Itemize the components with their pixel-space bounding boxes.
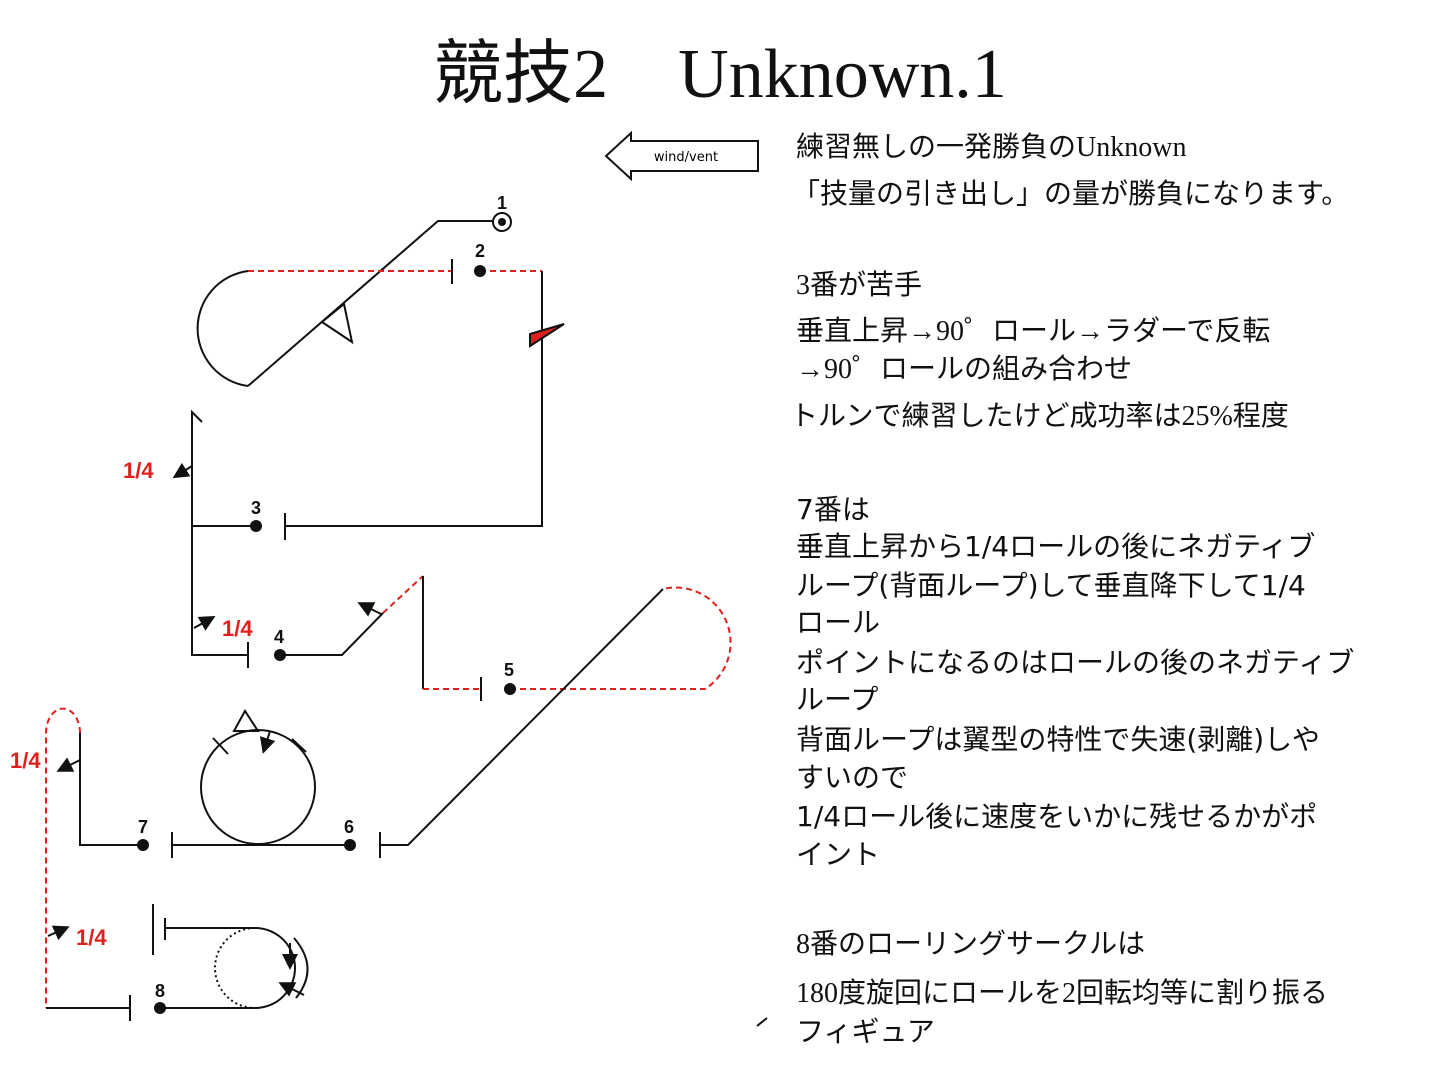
point-2-marker: [474, 265, 486, 277]
figure-7: [45, 707, 143, 1008]
quarter-roll-label: 1/4: [10, 748, 41, 773]
point-4-marker: [274, 649, 286, 661]
point-3-marker: [250, 520, 262, 532]
note-fig3-3: →90゜ロールの組み合わせ: [796, 354, 1133, 385]
note-fig7-9: 1/4ロール後に速度をいかに残せるかがポ: [796, 800, 1318, 833]
note-fig3-4: トルンで練習したけど成功率は25%程度: [790, 401, 1289, 432]
figure-1: [196, 212, 512, 387]
note-fig3-2: 垂直上昇→90゜ロール→ラダーで反転: [796, 316, 1271, 347]
note-fig7-10: イント: [796, 838, 881, 871]
note-fig8-2: 180度旋回にロールを2回転均等に割り振る: [796, 978, 1329, 1009]
note-fig7-7: 背面ループは翼型の特性で失速(剥離)しや: [796, 723, 1320, 756]
point-2-label: 2: [475, 241, 485, 261]
page-title: 競技2 Unknown.1: [433, 36, 1007, 113]
point-7-label: 7: [138, 817, 148, 837]
quarter-roll-label: 1/4: [222, 616, 253, 641]
point-7-marker: [137, 839, 149, 851]
note-intro-2: 「技量の引き出し」の量が勝負になります。: [792, 177, 1350, 210]
note-fig8-1: 8番のローリングサークルは: [796, 929, 1146, 960]
note-fig7-2: 垂直上昇から1/4ロールの後にネガティブ: [796, 530, 1316, 563]
note-fig7-6: ループ: [796, 683, 879, 716]
figure-6: [171, 709, 350, 858]
note-fig7-8: すいので: [796, 761, 909, 794]
note-fig7-4: ロール: [796, 606, 881, 639]
figure-8: [46, 904, 309, 1021]
point-1-label: 1: [497, 193, 507, 213]
note-fig7-3: ループ(背面ループ)して垂直降下して1/4: [796, 569, 1306, 602]
point-5-marker: [504, 683, 516, 695]
point-8-label: 8: [155, 981, 165, 1001]
point-6-marker: [344, 839, 356, 851]
quarter-roll-label: 1/4: [123, 458, 154, 483]
stray-mark: [756, 1017, 768, 1027]
figure-5: [379, 576, 732, 858]
quarter-roll-label: 1/4: [76, 925, 107, 950]
point-8-marker: [154, 1002, 166, 1014]
point-3-label: 3: [251, 498, 261, 518]
point-5-label: 5: [504, 660, 514, 680]
note-fig7-5: ポイントになるのはロールの後のネガティブ: [796, 646, 1355, 679]
figure-2: [284, 259, 565, 540]
note-fig7-1: 7番は: [796, 493, 870, 526]
wind-label: wind/vent: [654, 150, 718, 165]
note-fig8-3: フィギュア: [796, 1015, 935, 1048]
point-6-label: 6: [344, 817, 354, 837]
note-intro-1: 練習無しの一発勝負のUnknown: [796, 132, 1187, 163]
figure-4: [191, 526, 424, 668]
wind-arrow-icon: wind/vent: [604, 130, 759, 182]
note-fig3-1: 3番が苦手: [796, 270, 923, 301]
point-4-label: 4: [274, 627, 284, 647]
point-1-marker: [498, 218, 506, 226]
figure-3: [172, 409, 256, 527]
